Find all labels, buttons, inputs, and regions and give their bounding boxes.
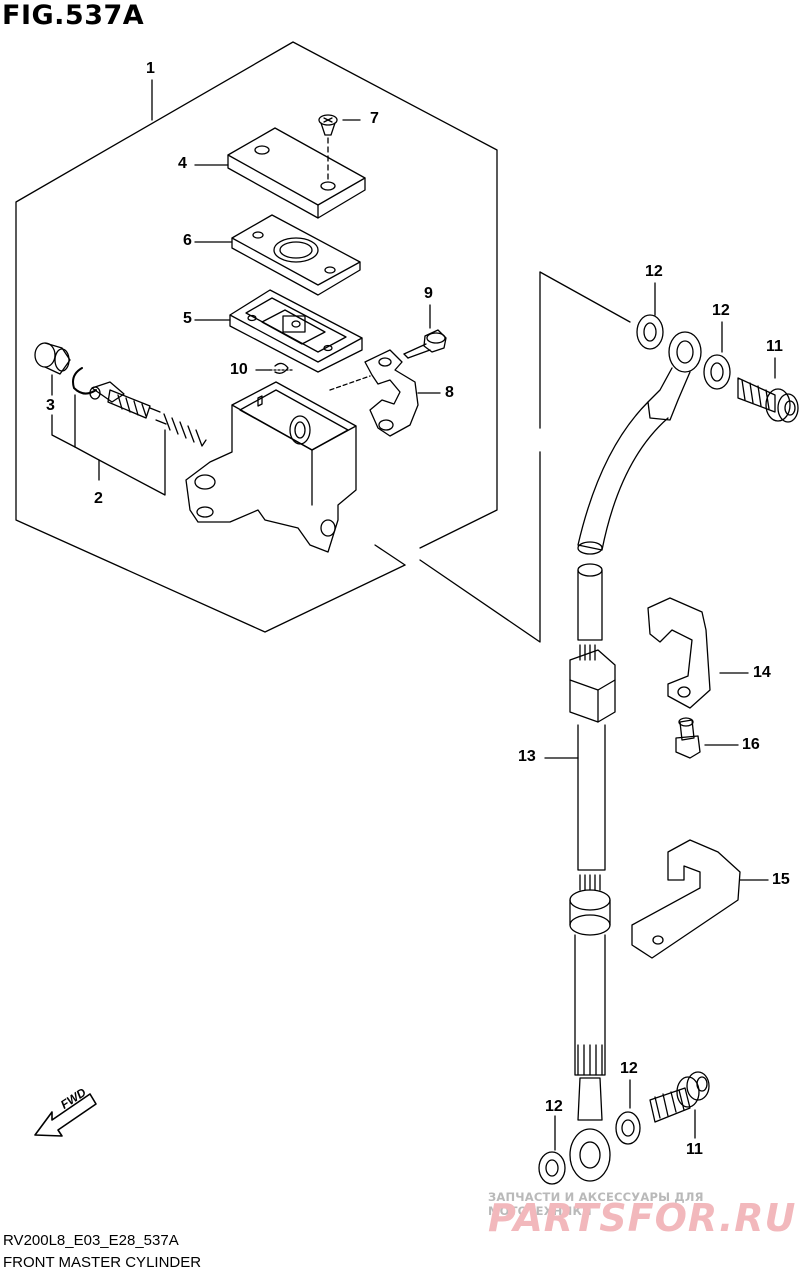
callout-5: 5 bbox=[183, 310, 192, 327]
banjo-bolt-11-lower bbox=[649, 1071, 710, 1123]
watermark-tagline: ЗАПЧАСТИ И АКСЕССУАРЫ ДЛЯ МОТОТЕХНИКИ bbox=[488, 1190, 704, 1218]
figure-code: RV200L8_E03_E28_537A bbox=[3, 1232, 179, 1249]
bolt-16-shape bbox=[675, 717, 701, 759]
hose-upper-shape bbox=[577, 331, 702, 577]
callout-8: 8 bbox=[445, 384, 454, 401]
bolt-9-shape bbox=[403, 329, 447, 359]
boot-3-shape bbox=[34, 342, 71, 375]
callout-12-d: 12 bbox=[545, 1098, 563, 1115]
callout-12-a: 12 bbox=[645, 263, 663, 280]
callout-bracket-2-3 bbox=[51, 394, 166, 496]
washer-12-c bbox=[615, 1111, 641, 1145]
callout-9: 9 bbox=[424, 285, 433, 302]
figure-name: FRONT MASTER CYLINDER bbox=[3, 1254, 202, 1271]
washer-12-d bbox=[538, 1151, 566, 1185]
bracket-14-shape bbox=[647, 597, 711, 709]
master-cylinder-body-shape bbox=[185, 381, 357, 553]
diaphragm-plate-6-shape bbox=[231, 214, 361, 296]
circlip-shape bbox=[72, 367, 97, 395]
figure-title: FIG.537A bbox=[2, 0, 145, 31]
callout-13: 13 bbox=[518, 748, 536, 765]
assembly-outline bbox=[15, 41, 498, 633]
leader-lines bbox=[51, 79, 776, 1151]
callout-1: 1 bbox=[146, 60, 155, 77]
screw-7-shape bbox=[318, 114, 338, 183]
clamp-8-shape bbox=[329, 349, 419, 437]
bracket-15-shape bbox=[631, 839, 741, 959]
callout-15: 15 bbox=[772, 871, 790, 888]
callout-14: 14 bbox=[753, 664, 771, 681]
watermark-brand: PARTSFOR.RU bbox=[488, 1196, 797, 1240]
washer-12-a bbox=[636, 314, 664, 350]
callout-12-b: 12 bbox=[712, 302, 730, 319]
callout-16: 16 bbox=[742, 736, 760, 753]
callout-3: 3 bbox=[46, 397, 55, 414]
callout-11-upper: 11 bbox=[766, 338, 783, 355]
banjo-bolt-11-upper bbox=[737, 377, 799, 423]
diaphragm-5-shape bbox=[229, 289, 363, 373]
fwd-arrow-icon bbox=[34, 1093, 97, 1137]
callout-7: 7 bbox=[370, 110, 379, 127]
piston-spring-2-shape bbox=[89, 381, 207, 447]
callout-11-lower: 11 bbox=[686, 1141, 703, 1158]
callout-2: 2 bbox=[94, 490, 103, 507]
reservoir-cap-4-shape bbox=[227, 127, 366, 219]
callout-12-c: 12 bbox=[620, 1060, 638, 1077]
washer-12-b bbox=[703, 354, 731, 390]
hose-13-shape bbox=[569, 569, 616, 1182]
callout-10: 10 bbox=[230, 361, 248, 378]
clip-10-shape bbox=[269, 362, 293, 374]
callout-4: 4 bbox=[178, 155, 187, 172]
callout-6: 6 bbox=[183, 232, 192, 249]
